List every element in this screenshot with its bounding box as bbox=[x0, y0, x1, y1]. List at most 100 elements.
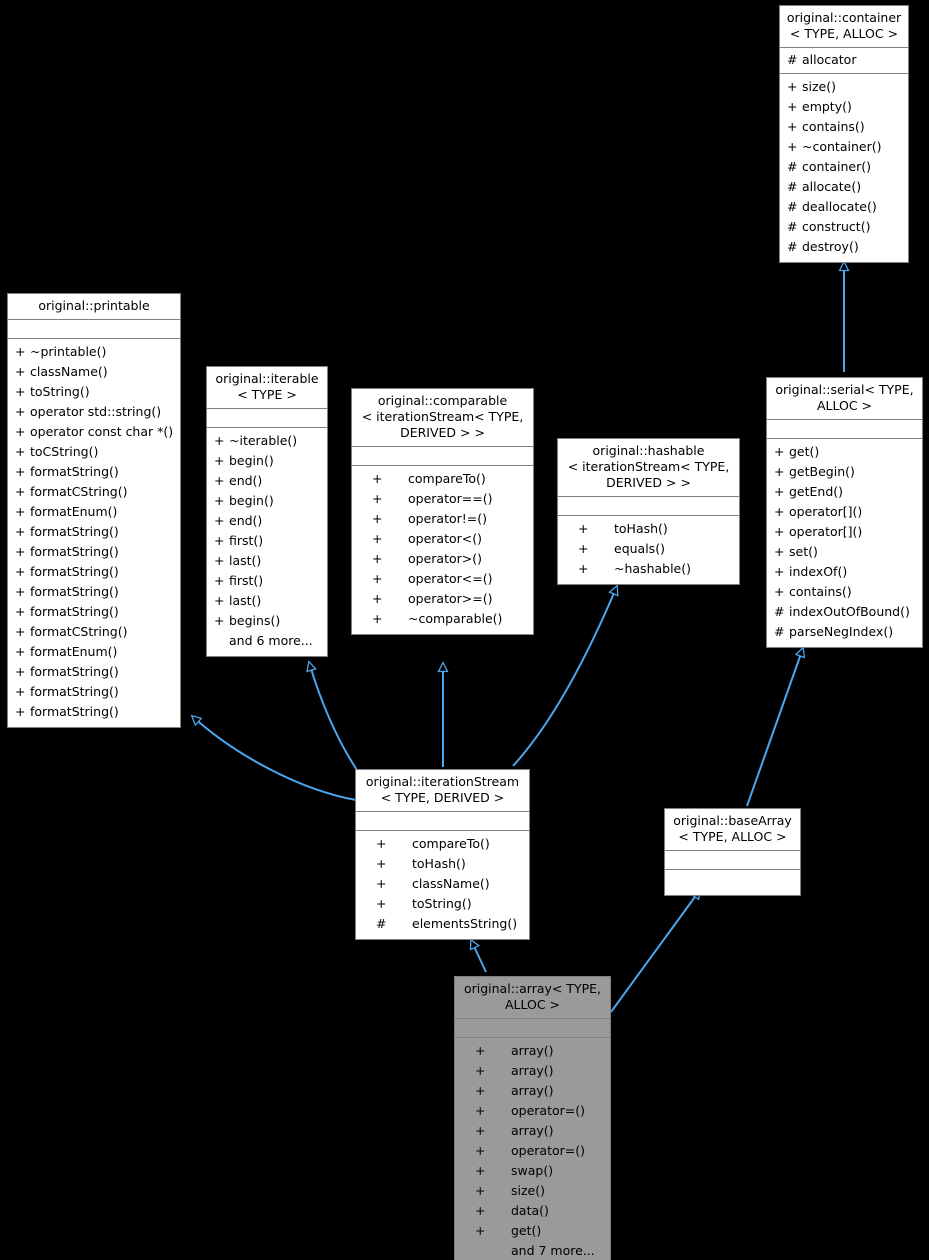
member-name: indexOf() bbox=[789, 564, 848, 579]
visibility-marker: + bbox=[15, 404, 26, 419]
member-name: array() bbox=[511, 1083, 554, 1098]
visibility-marker: + bbox=[376, 896, 387, 911]
class-ops-array: +array()+array()+array()+operator=()+arr… bbox=[455, 1038, 610, 1260]
class-member: +first() bbox=[207, 571, 327, 591]
member-name: compareTo() bbox=[408, 471, 486, 486]
class-member: +begins() bbox=[207, 611, 327, 631]
member-name: getEnd() bbox=[789, 484, 844, 499]
class-member: +formatCString() bbox=[8, 622, 180, 642]
visibility-marker: + bbox=[15, 464, 26, 479]
member-name: destroy() bbox=[802, 239, 859, 254]
visibility-marker: + bbox=[774, 464, 785, 479]
class-member: +formatCString() bbox=[8, 482, 180, 502]
member-name: formatString() bbox=[30, 604, 119, 619]
visibility-marker: + bbox=[15, 624, 26, 639]
member-name: getBegin() bbox=[789, 464, 855, 479]
visibility-marker: + bbox=[15, 564, 26, 579]
class-member: +get() bbox=[455, 1221, 610, 1241]
class-node-comparable[interactable]: original::comparable < iterationStream< … bbox=[351, 388, 534, 635]
class-member: +formatString() bbox=[8, 702, 180, 722]
class-member: +operator<() bbox=[352, 529, 533, 549]
class-member: +array() bbox=[455, 1061, 610, 1081]
visibility-marker: # bbox=[787, 199, 798, 214]
class-member: +~iterable() bbox=[207, 431, 327, 451]
class-attrs-basearray bbox=[665, 851, 800, 870]
class-node-printable[interactable]: original::printable +~printable()+classN… bbox=[7, 293, 181, 728]
class-node-container[interactable]: original::container < TYPE, ALLOC > # all… bbox=[779, 5, 909, 263]
member-name: begin() bbox=[229, 493, 274, 508]
class-title-printable: original::printable bbox=[8, 294, 180, 320]
class-title-serial: original::serial< TYPE, ALLOC > bbox=[767, 378, 922, 420]
member-name: allocator bbox=[802, 52, 857, 67]
class-ops-printable: +~printable()+className()+toString()+ope… bbox=[8, 339, 180, 727]
member-name: formatString() bbox=[30, 704, 119, 719]
member-name: formatEnum() bbox=[30, 644, 118, 659]
member-name: container() bbox=[802, 159, 871, 174]
edge-iterationstream-to-printable bbox=[192, 716, 357, 801]
class-member: +formatString() bbox=[8, 582, 180, 602]
class-member: #construct() bbox=[780, 217, 908, 237]
visibility-marker: + bbox=[214, 573, 225, 588]
class-member: +toHash() bbox=[558, 519, 739, 539]
visibility-marker: # bbox=[787, 219, 798, 234]
class-member: +operator[]() bbox=[767, 502, 922, 522]
class-node-hashable[interactable]: original::hashable < iterationStream< TY… bbox=[557, 438, 740, 585]
class-node-iterable[interactable]: original::iterable < TYPE > +~iterable()… bbox=[206, 366, 328, 657]
visibility-marker: + bbox=[214, 593, 225, 608]
class-member: +toCString() bbox=[8, 442, 180, 462]
class-attrs-iterationstream bbox=[356, 812, 529, 831]
visibility-marker: + bbox=[372, 511, 383, 526]
visibility-marker: + bbox=[372, 471, 383, 486]
member-name: contains() bbox=[789, 584, 852, 599]
visibility-marker: + bbox=[15, 444, 26, 459]
member-name: ~iterable() bbox=[229, 433, 298, 448]
edge-array-to-basearray bbox=[610, 890, 700, 1013]
member-name: swap() bbox=[511, 1163, 554, 1178]
class-member: +compareTo() bbox=[356, 834, 529, 854]
class-member: + formatString() bbox=[8, 462, 180, 482]
visibility-marker: + bbox=[214, 613, 225, 628]
visibility-marker: + bbox=[787, 79, 798, 94]
member-name: operator[]() bbox=[789, 504, 863, 519]
visibility-marker: + bbox=[475, 1183, 486, 1198]
class-node-basearray[interactable]: original::baseArray < TYPE, ALLOC > bbox=[664, 808, 801, 896]
class-member: #parseNegIndex() bbox=[767, 622, 922, 642]
class-attrs-hashable bbox=[558, 497, 739, 516]
class-member: +begin() bbox=[207, 451, 327, 471]
class-member: +last() bbox=[207, 551, 327, 571]
visibility-marker: + bbox=[372, 551, 383, 566]
member-name: get() bbox=[511, 1223, 542, 1238]
member-name: operator=() bbox=[511, 1103, 585, 1118]
member-name: operator const char *() bbox=[30, 424, 174, 439]
class-attrs-comparable bbox=[352, 447, 533, 466]
visibility-marker: + bbox=[214, 513, 225, 528]
class-member: +operator=() bbox=[455, 1101, 610, 1121]
class-member: +toHash() bbox=[356, 854, 529, 874]
visibility-marker: + bbox=[774, 584, 785, 599]
visibility-marker: + bbox=[475, 1123, 486, 1138]
class-member: and 7 more... bbox=[455, 1241, 610, 1260]
member-name: formatString() bbox=[30, 464, 119, 479]
class-member: +toString() bbox=[356, 894, 529, 914]
member-name: last() bbox=[229, 553, 262, 568]
class-member: +~printable() bbox=[8, 342, 180, 362]
member-name: formatString() bbox=[30, 544, 119, 559]
visibility-marker: # bbox=[787, 159, 798, 174]
class-node-serial[interactable]: original::serial< TYPE, ALLOC > +get()+g… bbox=[766, 377, 923, 648]
visibility-marker: + bbox=[214, 453, 225, 468]
visibility-marker: + bbox=[15, 664, 26, 679]
class-member: +formatString() bbox=[8, 682, 180, 702]
member-name: data() bbox=[511, 1203, 549, 1218]
member-name: get() bbox=[789, 444, 820, 459]
visibility-marker: + bbox=[475, 1043, 486, 1058]
visibility-marker: + bbox=[372, 611, 383, 626]
class-member: +operator[]() bbox=[767, 522, 922, 542]
class-ops-comparable: +compareTo()+operator==()+operator!=()+o… bbox=[352, 466, 533, 634]
visibility-marker: + bbox=[774, 564, 785, 579]
class-ops-iterationstream: +compareTo()+toHash()+className()+toStri… bbox=[356, 831, 529, 939]
class-title-container: original::container < TYPE, ALLOC > bbox=[780, 6, 908, 48]
visibility-marker: + bbox=[787, 119, 798, 134]
class-node-iterationstream[interactable]: original::iterationStream < TYPE, DERIVE… bbox=[355, 769, 530, 940]
class-node-array[interactable]: original::array< TYPE, ALLOC > +array()+… bbox=[454, 976, 611, 1260]
class-member: +contains() bbox=[780, 117, 908, 137]
